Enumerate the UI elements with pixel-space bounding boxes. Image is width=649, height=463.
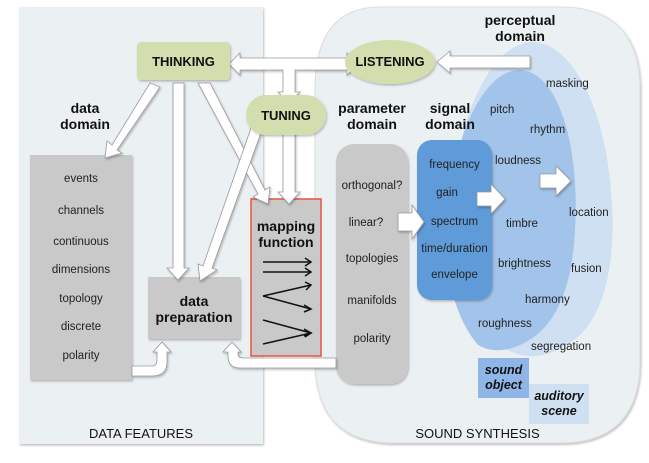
sound-object-box (478, 358, 529, 398)
sound-object-item: roughness (478, 318, 532, 330)
sound-object-item: timbre (506, 218, 538, 230)
tuning-to-data-preparation-arrow (197, 107, 271, 282)
data-item: continuous (53, 236, 109, 248)
parameter-item: manifolds (347, 295, 397, 307)
sound-object-item: loudness (495, 155, 542, 167)
perceptual-to-listening-arrow (436, 50, 531, 74)
tuning-label: TUNING (261, 108, 311, 123)
parameter-item: linear? (348, 217, 384, 229)
signal-domain-box (417, 140, 492, 300)
auditory-scene-box (529, 384, 589, 424)
thinking-listening-arrow (228, 52, 359, 104)
data-item: channels (57, 205, 105, 217)
auditory-scene-item: masking (546, 78, 589, 90)
listening-label: LISTENING (355, 54, 425, 69)
thinking-label: THINKING (152, 54, 215, 69)
sound-object-to-scene-arrow (539, 165, 572, 197)
data-item: dimensions (51, 264, 111, 276)
signal-item: frequency (429, 159, 480, 171)
data-item: discrete (60, 321, 102, 333)
parameter-item: polarity (353, 333, 391, 345)
sound-object-item: rhythm (530, 124, 566, 136)
signal-to-sound-object-arrow (476, 182, 506, 216)
thinking-node[interactable] (137, 42, 230, 80)
data-item: polarity (62, 350, 100, 362)
signal-item: time/duration (421, 243, 488, 255)
data-preparation-box (148, 277, 240, 339)
data-item: topology (59, 293, 103, 305)
parameter-item: topologies (345, 253, 399, 265)
signal-item: gain (436, 187, 458, 199)
parameter-to-signal-arrow (397, 203, 425, 241)
data-item: events (64, 173, 98, 185)
thinking-to-data-preparation-arrow (166, 82, 190, 281)
data-features-title: DATA FEATURES (88, 426, 193, 441)
auditory-scene-item: segregation (531, 341, 592, 353)
sound-object-item: pitch (490, 104, 515, 116)
parameter-domain-box (336, 144, 408, 384)
signal-item: spectrum (430, 216, 479, 228)
listening-node[interactable] (345, 40, 435, 84)
signal-item: envelope (431, 269, 478, 281)
mapping-arrows (262, 257, 313, 345)
mapping-function-box (250, 198, 322, 357)
sound-synthesis-title: SOUND SYNTHESIS (415, 426, 540, 441)
auditory-scene-item: location (569, 207, 609, 219)
auditory-scene-item: fusion (571, 263, 602, 275)
thinking-to-mapping-arrow (197, 82, 271, 205)
parameter-item: orthogonal? (341, 180, 403, 192)
tuning-node[interactable] (246, 95, 326, 135)
sound-object-item: brightness (498, 258, 552, 270)
parameter-to-preparation-arrow (222, 341, 337, 369)
thinking-to-data-domain-arrow (104, 82, 161, 159)
sound-object-item: harmony (525, 294, 570, 306)
data-domain-box (30, 155, 132, 380)
data-domain-to-preparation-arrow (131, 341, 172, 377)
